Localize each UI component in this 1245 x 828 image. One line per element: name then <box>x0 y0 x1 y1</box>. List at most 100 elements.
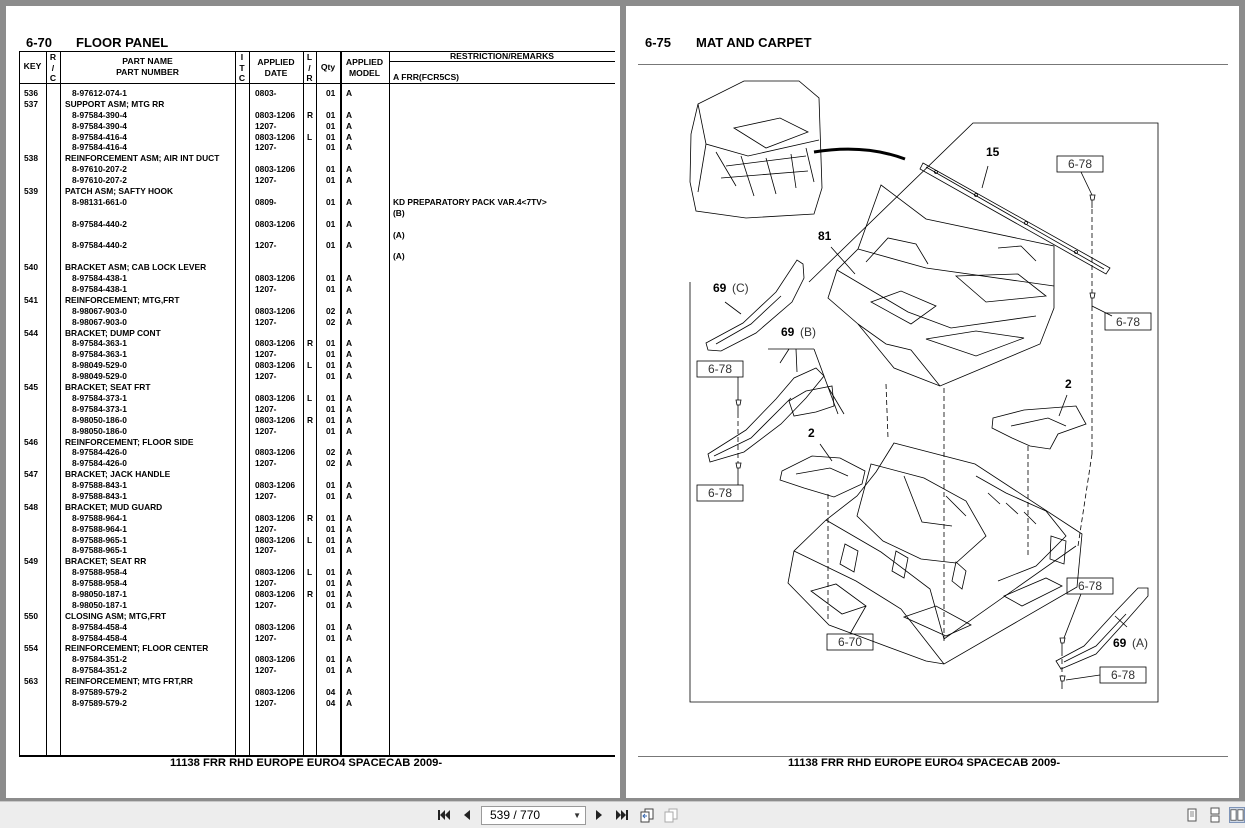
header-itc: I T C <box>235 52 249 84</box>
header-rule <box>638 64 1228 65</box>
go-back-view-icon[interactable] <box>639 807 655 823</box>
callout-69a-variant: (A) <box>1132 636 1148 650</box>
leader-69c <box>724 301 742 315</box>
row-remarks: (A) <box>393 229 405 240</box>
row-applied-date: 1207- <box>255 425 277 436</box>
row-qty: 01 <box>326 534 336 545</box>
row-part-name: BRACKET; SEAT RR <box>65 556 147 567</box>
two-page-view-icon[interactable] <box>1229 807 1245 823</box>
row-lr: L <box>307 567 313 578</box>
page-footer: 11138 FRR RHD EUROPE EURO4 SPACECAB 2009… <box>170 757 443 769</box>
row-applied-date: 0803-1206 <box>255 218 296 229</box>
row-applied-model: A <box>346 654 353 665</box>
first-page-icon[interactable] <box>436 807 452 823</box>
row-applied-date: 0803-1206 <box>255 305 296 316</box>
row-part-number: 8-97584-390-4 <box>72 109 127 120</box>
row-applied-date: 1207- <box>255 371 277 382</box>
row-applied-model: A <box>346 164 353 175</box>
fastener-clips <box>735 194 1096 689</box>
row-applied-model: A <box>346 458 353 469</box>
row-qty: 04 <box>326 686 336 697</box>
last-page-icon[interactable] <box>614 807 630 823</box>
row-part-number: 8-98049-529-0 <box>72 360 127 371</box>
callout-81: 81 <box>818 229 832 243</box>
ref-label-678-bottom: 6-78 <box>1111 668 1135 682</box>
row-part-number: 8-97584-426-0 <box>72 458 127 469</box>
row-key: 545 <box>24 382 38 393</box>
row-qty: 01 <box>326 88 336 98</box>
row-applied-date: 1207- <box>255 175 277 186</box>
row-qty: 01 <box>326 632 336 643</box>
ref-leader <box>1063 593 1082 639</box>
row-part-number: 8-97584-458-4 <box>72 621 127 632</box>
table-row: (A) <box>19 230 615 241</box>
row-applied-model: A <box>346 512 353 523</box>
row-part-number: 8-97584-351-2 <box>72 665 127 676</box>
row-key: 544 <box>24 327 38 338</box>
row-qty: 01 <box>326 545 336 556</box>
next-page-icon[interactable] <box>591 807 607 823</box>
row-qty: 02 <box>326 305 336 316</box>
row-remarks: KD PREPARATORY PACK VAR.4<7TV> <box>393 196 547 207</box>
continuous-view-icon[interactable] <box>1207 807 1223 823</box>
go-forward-view-icon[interactable] <box>663 807 679 823</box>
row-applied-date: 1207- <box>255 316 277 327</box>
row-applied-model: A <box>346 218 353 229</box>
row-applied-model: A <box>346 632 353 643</box>
row-key: 547 <box>24 469 38 480</box>
row-key: 554 <box>24 643 38 654</box>
page-number-select[interactable]: 539 / 770 ▼ <box>481 806 586 825</box>
row-part-number: 8-97588-958-4 <box>72 567 127 578</box>
row-applied-model: A <box>346 403 353 414</box>
row-part-number: 8-98067-903-0 <box>72 305 127 316</box>
cab-thumbnail <box>689 80 823 219</box>
row-part-number: 8-98050-187-1 <box>72 599 127 610</box>
leader-69b <box>779 348 839 415</box>
row-lr: R <box>307 588 314 599</box>
footer-rule <box>638 756 1228 757</box>
row-applied-date: 1207- <box>255 697 277 708</box>
ref-leader <box>1091 305 1113 317</box>
row-applied-date: 0803-1206 <box>255 414 296 425</box>
header-qty: Qty <box>320 62 336 72</box>
row-applied-date: 0803-1206 <box>255 512 296 523</box>
row-applied-model: A <box>346 120 353 131</box>
leader-69a <box>1114 615 1128 628</box>
row-qty: 01 <box>326 425 336 436</box>
previous-page-icon[interactable] <box>459 807 475 823</box>
row-part-name: BRACKET; MUD GUARD <box>65 501 163 512</box>
row-qty: 01 <box>326 109 336 120</box>
row-part-number: 8-97588-965-1 <box>72 534 127 545</box>
row-part-number: 8-98050-186-0 <box>72 425 127 436</box>
row-part-number: 8-97584-363-1 <box>72 338 127 349</box>
row-part-number: 8-97584-373-1 <box>72 403 127 414</box>
row-part-number: 8-97589-579-2 <box>72 697 127 708</box>
callout-2-upper: 2 <box>1065 377 1072 391</box>
section-title: FLOOR PANEL <box>76 35 169 50</box>
ref-box-678-lower-right <box>1066 577 1114 595</box>
callout-2-lower: 2 <box>808 426 815 440</box>
row-applied-date: 0803-1206 <box>255 338 296 349</box>
row-qty: 01 <box>326 403 336 414</box>
row-part-number: 8-98049-529-0 <box>72 371 127 382</box>
single-page-view-icon[interactable] <box>1184 807 1200 823</box>
row-qty: 01 <box>326 284 336 295</box>
row-applied-date: 1207- <box>255 545 277 556</box>
row-applied-date: 1207- <box>255 665 277 676</box>
row-applied-model: A <box>346 425 353 436</box>
row-applied-model: A <box>346 273 353 284</box>
part-81-floor-panel <box>827 184 1055 387</box>
